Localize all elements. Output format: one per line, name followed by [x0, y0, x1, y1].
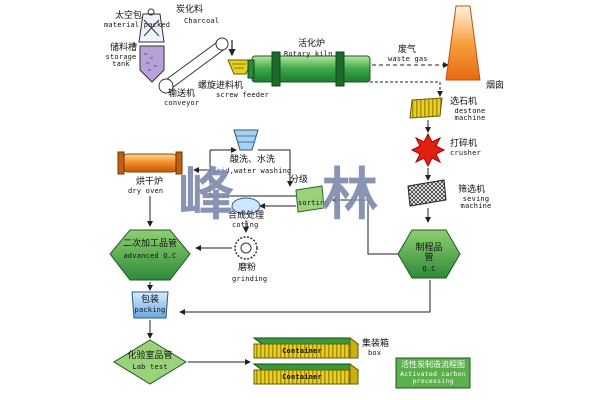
- sorting-en: sorting: [298, 199, 329, 207]
- coating-icon: [231, 197, 261, 215]
- screw-feeder-zh: 螺旋进料机: [198, 81, 244, 91]
- material-bag-icon: [138, 8, 165, 43]
- sorting-zh: 分级: [290, 175, 309, 185]
- container-bottom-icon: [252, 363, 360, 385]
- storage-tank-en: storage tank: [105, 53, 137, 68]
- destone-machine-icon: [409, 97, 443, 119]
- crusher-zh: 打碎机: [450, 139, 478, 149]
- grinding-zh: 磨粉: [238, 263, 257, 273]
- crusher-en: crusher: [450, 149, 481, 157]
- dry-oven-zh: 烘干炉: [136, 177, 164, 187]
- acid-washing-en: acid,water washing: [212, 167, 292, 175]
- packed-material-en: material packed: [104, 21, 171, 29]
- box-en: box: [368, 349, 382, 357]
- box-zh: 集装箱: [362, 339, 390, 349]
- chimney-icon: [445, 5, 481, 81]
- dry-oven-en: dry oven: [128, 187, 164, 195]
- coating-zh: 合成处理: [228, 211, 265, 221]
- advanced-qc-en: advanced Q.C: [123, 252, 177, 260]
- watermark-right: 林: [322, 163, 378, 228]
- packing-icon: [131, 291, 169, 319]
- dry-oven-icon: [117, 151, 183, 175]
- storage-tank-icon: [139, 45, 165, 83]
- container-top-icon: [252, 337, 360, 359]
- screw-feeder-en: screw feeder: [216, 91, 269, 99]
- grinding-gear-icon: [234, 236, 258, 260]
- container-bottom-label: Container: [282, 373, 322, 381]
- chimney-zh: 烟囱: [486, 81, 505, 91]
- waste-gas-en: waste gas: [388, 55, 428, 63]
- legend-en: Activated carbon processing: [400, 370, 466, 386]
- legend-zh: 活性炭制造流程图: [401, 360, 465, 369]
- seving-en: seving machine: [460, 195, 492, 210]
- qc-zh: 制程品管: [415, 243, 443, 263]
- coating-en: coting: [232, 221, 259, 229]
- sorting-icon: [295, 185, 325, 213]
- destone-en: destone machine: [454, 107, 486, 122]
- screw-feeder-icon: [227, 59, 253, 75]
- watermark-left: 峰: [178, 163, 234, 228]
- lab-test-diamond-icon: [113, 339, 187, 385]
- acid-washing-zh: 酸洗、水洗: [230, 155, 276, 165]
- rotary-kiln-en: Rotary kiln: [284, 50, 333, 58]
- packing-zh: 包装: [140, 295, 159, 305]
- conveyor-icon: [158, 37, 229, 94]
- crusher-icon: [410, 132, 446, 168]
- storage-tank-zh: 储料槽: [110, 43, 138, 53]
- legend-box: [395, 357, 471, 389]
- charcoal-en: Charcoal: [184, 17, 220, 25]
- advanced-qc-hexagon-icon: [109, 229, 191, 281]
- rotary-kiln-zh: 活化炉: [298, 39, 326, 49]
- conveyor-en: conveyor: [164, 99, 200, 107]
- charcoal-zh: 炭化料: [176, 5, 204, 15]
- rotary-kiln-icon: [247, 51, 371, 87]
- waste-gas-zh: 废气: [398, 45, 417, 55]
- lab-test-zh: 化验室品管: [127, 351, 173, 361]
- destone-zh: 选石机: [450, 97, 478, 107]
- packed-material-zh: 太空包: [115, 11, 143, 21]
- packing-en: packing: [134, 306, 166, 314]
- acid-washing-icon: [233, 129, 259, 151]
- grinding-en: grinding: [232, 275, 268, 283]
- seving-zh: 筛选机: [458, 185, 486, 195]
- qc-en: Q.C: [422, 265, 436, 273]
- conveyor-zh: 输送机: [168, 89, 196, 99]
- lab-test-en: Lab test: [132, 363, 168, 371]
- advanced-qc-zh: 二次加工品管: [122, 239, 177, 249]
- seving-machine-icon: [407, 179, 447, 207]
- container-top-label: Container: [282, 347, 322, 355]
